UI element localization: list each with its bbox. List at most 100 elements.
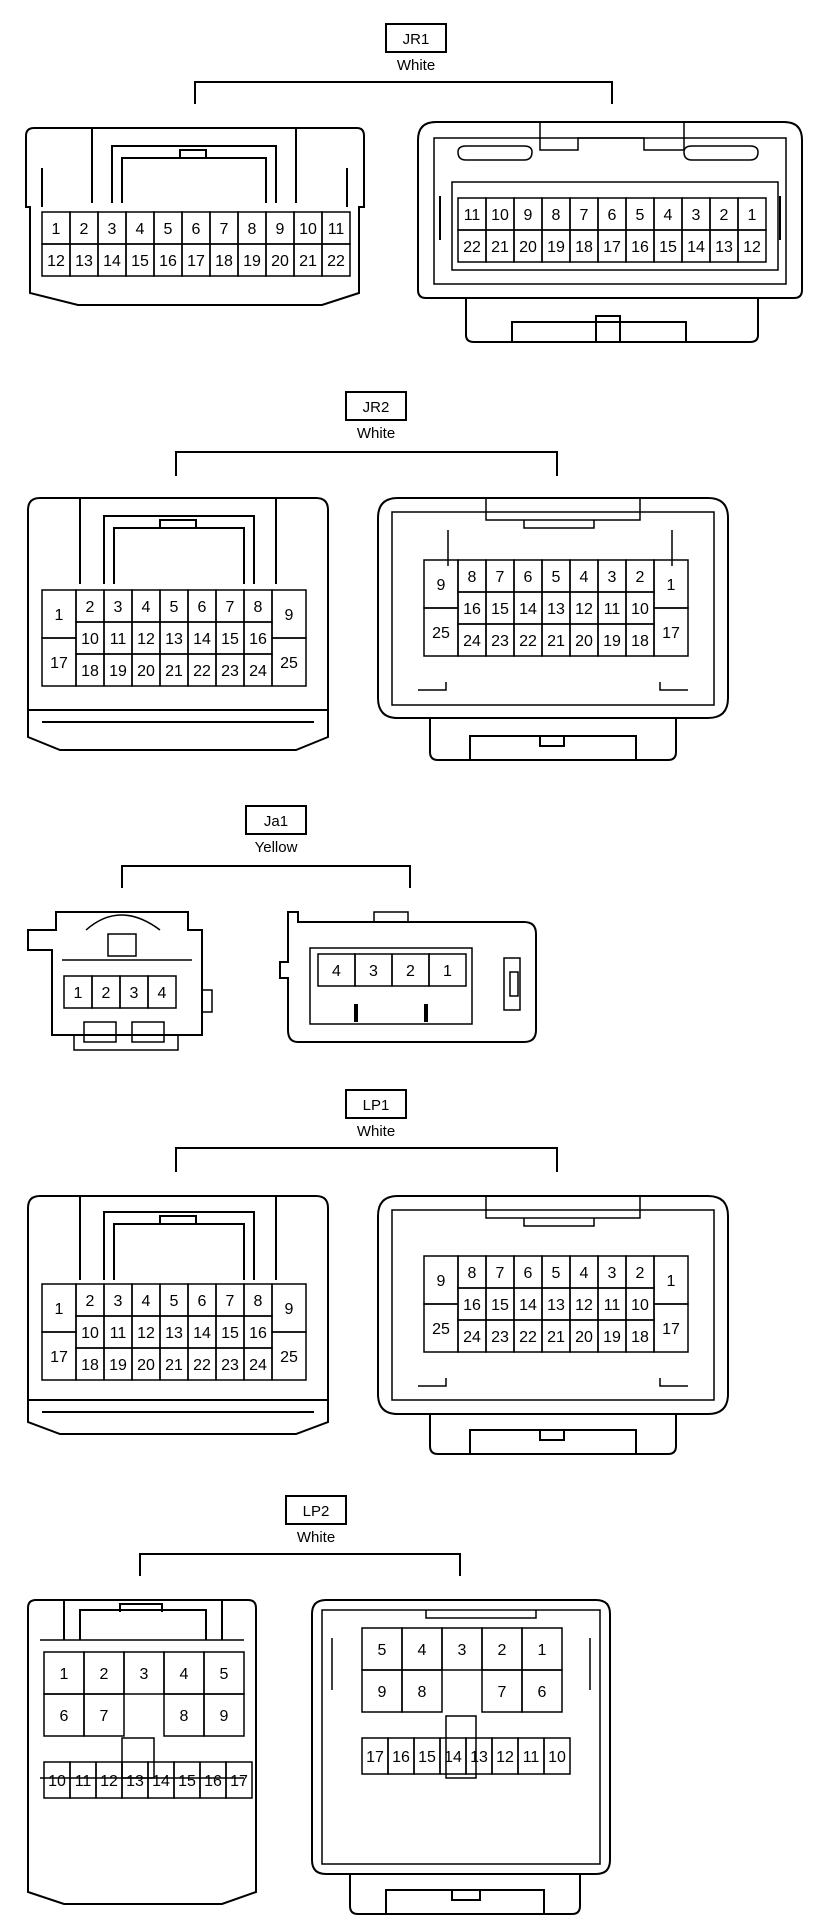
pin-number: 13	[165, 1325, 183, 1342]
pin-number: 2	[86, 1293, 95, 1310]
connector-id: JR2	[363, 399, 390, 416]
pin-number: 6	[608, 207, 617, 224]
pin-number: 14	[444, 1749, 462, 1766]
pin-number: 13	[547, 601, 565, 618]
pin-number: 16	[249, 1325, 267, 1342]
pin-number: 15	[221, 631, 239, 648]
pin-number: 8	[468, 1265, 477, 1282]
pin-cell	[521, 1669, 563, 1713]
pin-number: 15	[131, 253, 149, 270]
pin-number: 3	[140, 1666, 149, 1683]
pin-number: 8	[180, 1708, 189, 1725]
pin-number: 4	[418, 1642, 427, 1659]
pin-number: 7	[496, 1265, 505, 1282]
pin-number: 10	[81, 1325, 99, 1342]
pin-cell	[271, 637, 307, 687]
pin-number: 10	[81, 631, 99, 648]
pin-number: 6	[60, 1708, 69, 1725]
pin-number: 21	[165, 1357, 183, 1374]
pin-number: 2	[100, 1666, 109, 1683]
pin-number: 7	[498, 1684, 507, 1701]
pin-number: 25	[432, 1321, 450, 1338]
pin-number: 14	[152, 1773, 170, 1790]
pin-number: 16	[204, 1773, 222, 1790]
connector-color: White	[397, 57, 435, 74]
pin-number: 13	[165, 631, 183, 648]
pin-number: 13	[715, 239, 733, 256]
pin-number: 16	[249, 631, 267, 648]
pin-number: 6	[538, 1684, 547, 1701]
pin-number: 17	[662, 625, 680, 642]
pin-number: 11	[604, 601, 621, 618]
connector-id-box	[285, 1495, 347, 1525]
pin-number: 10	[631, 601, 649, 618]
pin-number: 14	[519, 1297, 537, 1314]
connector-id: Ja1	[264, 813, 288, 830]
pin-number: 10	[491, 207, 509, 224]
connector-id-box	[245, 805, 307, 835]
pin-cell	[203, 1693, 245, 1737]
pin-number: 19	[243, 253, 261, 270]
pin-cell	[321, 243, 351, 277]
pin-number: 21	[299, 253, 317, 270]
pin-number: 23	[221, 663, 239, 680]
pin-number: 5	[164, 221, 173, 238]
pin-number: 19	[547, 239, 565, 256]
pin-number: 9	[378, 1684, 387, 1701]
pin-number: 6	[524, 569, 533, 586]
connector-id-box	[345, 391, 407, 421]
pin-number: 10	[548, 1749, 566, 1766]
pin-number: 23	[491, 633, 509, 650]
pin-number: 8	[468, 569, 477, 586]
pin-number: 3	[114, 599, 123, 616]
pin-number: 10	[299, 221, 317, 238]
pin-number: 7	[580, 207, 589, 224]
pin-number: 5	[170, 1293, 179, 1310]
pin-number: 3	[608, 569, 617, 586]
pin-cell	[83, 1693, 125, 1737]
pin-number: 16	[631, 239, 649, 256]
pin-number: 5	[170, 599, 179, 616]
pin-number: 15	[491, 1297, 509, 1314]
pin-number: 24	[249, 1357, 267, 1374]
pin-number: 9	[285, 1301, 294, 1318]
pin-number: 12	[575, 1297, 593, 1314]
pin-number: 25	[280, 655, 298, 672]
pin-number: 25	[432, 625, 450, 642]
bracket	[194, 81, 613, 104]
pin-number: 23	[221, 1357, 239, 1374]
pin-number: 8	[254, 599, 263, 616]
pin-number: 8	[254, 1293, 263, 1310]
pin-number: 20	[137, 663, 155, 680]
pin-number: 6	[198, 599, 207, 616]
pin-number: 1	[667, 577, 676, 594]
pin-number: 12	[47, 253, 65, 270]
pin-number: 1	[55, 607, 64, 624]
pin-number: 4	[580, 569, 589, 586]
bracket	[121, 865, 411, 888]
pin-number: 4	[136, 221, 145, 238]
pin-number: 12	[496, 1749, 514, 1766]
pin-number: 15	[659, 239, 677, 256]
pin-number: 18	[215, 253, 233, 270]
pin-number: 22	[463, 239, 481, 256]
pin-number: 6	[192, 221, 201, 238]
pin-number: 18	[631, 633, 649, 650]
pin-number: 11	[110, 1325, 127, 1342]
pin-number: 7	[226, 1293, 235, 1310]
pin-number: 14	[103, 253, 121, 270]
pin-number: 13	[547, 1297, 565, 1314]
